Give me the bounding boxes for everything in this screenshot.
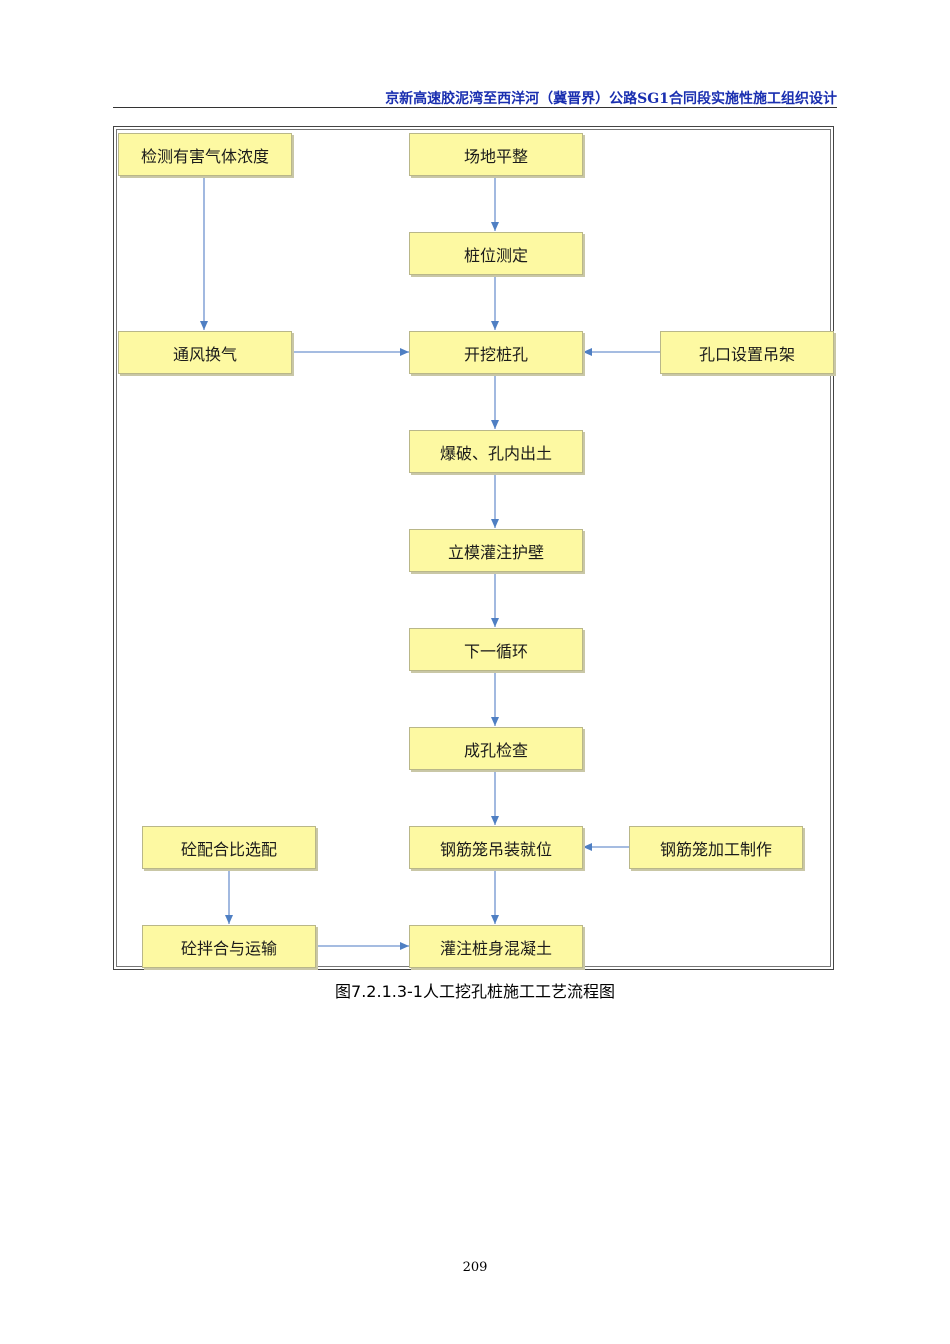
node-pile-survey: 桩位测定 — [409, 232, 583, 275]
node-concrete-transport: 砼拌合与运输 — [142, 925, 316, 968]
node-detect-gas: 检测有害气体浓度 — [118, 133, 292, 176]
figure-caption: 图7.2.1.3-1人工挖孔桩施工工艺流程图 — [335, 982, 615, 1001]
node-formwork-wall: 立模灌注护壁 — [409, 529, 583, 572]
node-hole-check: 成孔检查 — [409, 727, 583, 770]
node-cage-place: 钢筋笼吊装就位 — [409, 826, 583, 869]
node-next-cycle: 下一循环 — [409, 628, 583, 671]
node-concrete-mix: 砼配合比选配 — [142, 826, 316, 869]
node-cage-fabricate: 钢筋笼加工制作 — [629, 826, 803, 869]
node-hoist-frame: 孔口设置吊架 — [660, 331, 834, 374]
flowchart-frame — [113, 126, 834, 970]
node-ventilate: 通风换气 — [118, 331, 292, 374]
header-rule — [113, 107, 837, 108]
node-dig-hole: 开挖桩孔 — [409, 331, 583, 374]
node-pour-pile: 灌注桩身混凝土 — [409, 925, 583, 968]
header-title: 京新高速胶泥湾至西洋河（冀晋界）公路SG1合同段实施性施工组织设计 — [385, 91, 837, 107]
node-site-level: 场地平整 — [409, 133, 583, 176]
page-number: 209 — [462, 1260, 488, 1275]
node-blast-soil: 爆破、孔内出土 — [409, 430, 583, 473]
